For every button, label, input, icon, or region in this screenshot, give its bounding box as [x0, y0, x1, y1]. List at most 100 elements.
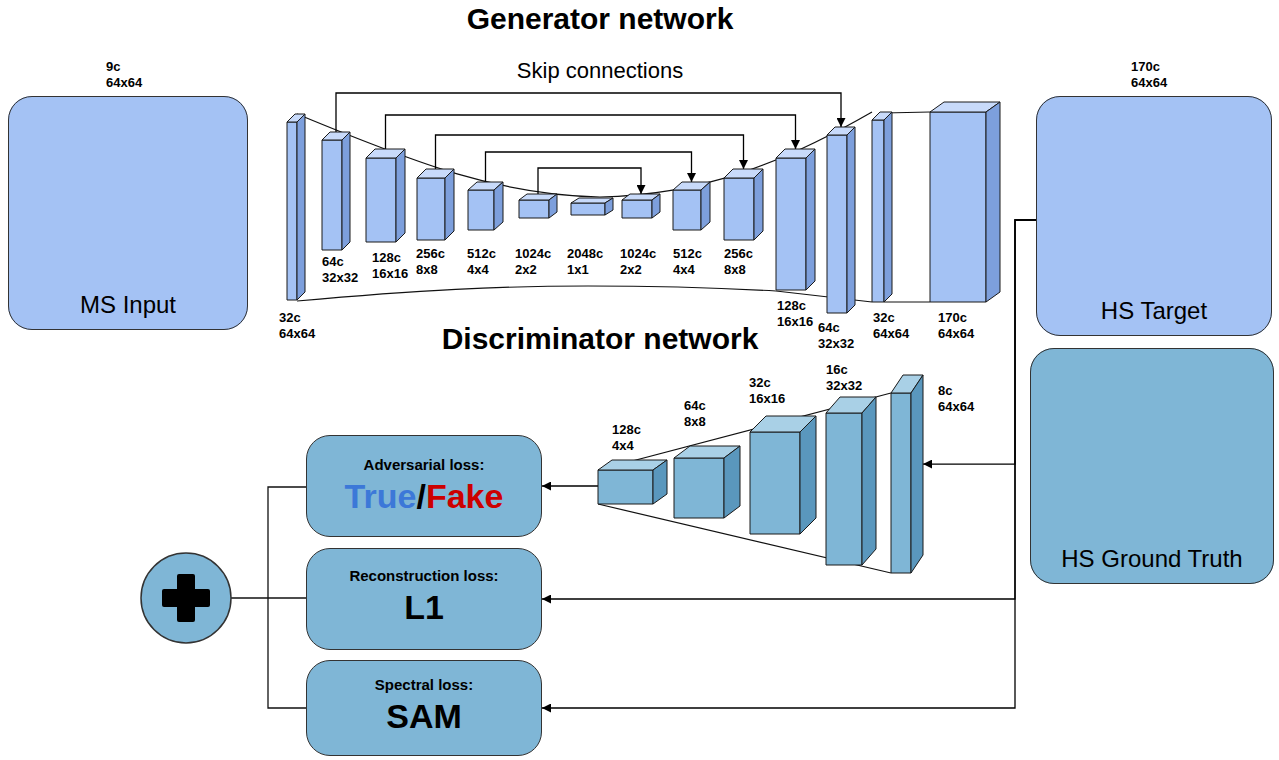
block-face [872, 120, 884, 302]
layer-block: 128c 16x16 [366, 149, 405, 242]
section-label: Skip connections [517, 58, 683, 84]
block-face [653, 460, 667, 504]
rounded-box: Adversarial loss: True/Fake [306, 435, 542, 537]
block-face [754, 169, 763, 240]
block-shape [571, 198, 613, 215]
rounded-box: Spectral loss:SAM [306, 660, 542, 756]
block-face [827, 135, 847, 313]
loss-word: Fake [426, 477, 504, 515]
block-face [571, 203, 605, 215]
block-face [862, 397, 876, 565]
block-face [724, 178, 754, 240]
block-face [468, 190, 494, 230]
block-face [494, 182, 503, 230]
block-shape [776, 149, 815, 290]
diagram-title: Generator network [467, 2, 734, 36]
layer-label: 64c 32x32 [818, 320, 854, 351]
loss-name: Adversarial loss: [364, 456, 485, 473]
block-face [673, 190, 701, 230]
block-face [930, 112, 986, 302]
block-face [396, 149, 405, 242]
block-face [674, 458, 724, 518]
box-title: HS Ground Truth [1061, 545, 1242, 573]
block-face [891, 393, 911, 573]
block-face [287, 122, 297, 300]
layer-label: 128c 4x4 [612, 422, 641, 453]
loss-word: True [345, 477, 417, 515]
block-shape [417, 169, 454, 240]
block-face [417, 178, 445, 240]
layer-label: 512c 4x4 [467, 246, 496, 277]
block-face [322, 140, 342, 250]
rounded-box: 170c 64x64HS Target [1036, 96, 1272, 336]
rounded-box: 9c 64x64MS Input [8, 96, 248, 330]
layer-block: 8c 64x64 [891, 375, 923, 573]
block-face [986, 102, 1000, 302]
block-shape [724, 169, 763, 240]
block-shape [519, 194, 557, 218]
layer-label: 128c 16x16 [777, 298, 813, 329]
layer-block: 512c 4x4 [673, 182, 710, 230]
layer-block: 64c 8x8 [674, 446, 740, 518]
target-panel [1036, 96, 1272, 336]
block-shape [750, 416, 816, 534]
block-shape [827, 127, 855, 313]
block-face [622, 200, 652, 218]
block-face [911, 375, 923, 573]
layer-block: 1024c 2x2 [519, 194, 557, 218]
layer-label: 32c 64x64 [279, 310, 315, 341]
skip-connection [336, 93, 841, 132]
layer-label: 170c 64x64 [938, 310, 974, 341]
layer-label: 512c 4x4 [673, 246, 702, 277]
layer-label: 64c 32x32 [322, 254, 358, 285]
block-shape [674, 446, 740, 518]
block-face [701, 182, 710, 230]
layer-block: 64c 32x32 [827, 127, 855, 313]
sum-wires [231, 487, 306, 708]
layer-block: 128c 4x4 [598, 460, 667, 504]
layer-block: 256c 8x8 [724, 169, 763, 240]
truth-panel [1030, 348, 1274, 584]
loss-name: Spectral loss: [375, 676, 473, 693]
layer-label: 1024c 2x2 [515, 246, 551, 277]
loss-value: True/Fake [345, 477, 504, 516]
skip-connection [538, 168, 641, 194]
block-face [598, 470, 653, 504]
block-face [800, 416, 816, 534]
layer-label: 16c 32x32 [826, 362, 862, 393]
block-face [549, 194, 557, 218]
block-face [519, 200, 549, 218]
block-shape [366, 149, 405, 242]
layer-block: 256c 8x8 [417, 169, 454, 240]
box-title: MS Input [80, 291, 176, 319]
block-shape [891, 375, 923, 573]
box-title: HS Target [1101, 297, 1207, 325]
block-shape [287, 114, 305, 300]
block-shape [826, 397, 876, 565]
block-face [297, 114, 305, 300]
block-face [652, 194, 660, 218]
block-shape [930, 102, 1000, 302]
layer-label: 1024c 2x2 [620, 246, 656, 277]
loss-value: L1 [404, 588, 444, 627]
sum-symbol [141, 553, 231, 643]
block-shape [622, 194, 660, 218]
skip-connection [486, 152, 692, 182]
layer-block: 32c 64x64 [872, 112, 892, 302]
layer-block: 170c 64x64 [930, 102, 1000, 302]
block-face [776, 158, 806, 290]
layer-block: 32c 16x16 [750, 416, 816, 534]
layer-label: 256c 8x8 [724, 246, 753, 277]
block-face [826, 413, 862, 565]
layer-block: 512c 4x4 [468, 182, 503, 230]
layer-label: 64c 8x8 [684, 398, 706, 429]
block-face [342, 132, 350, 250]
layer-label: 2048c 1x1 [567, 246, 603, 277]
layer-label: 32c 64x64 [873, 310, 909, 341]
block-face [366, 158, 396, 242]
block-face [847, 127, 855, 313]
layer-label: 256c 8x8 [416, 246, 445, 277]
block-shape [673, 182, 710, 230]
size-label: 170c 64x64 [1131, 59, 1167, 90]
layer-label: 128c 16x16 [372, 250, 408, 281]
